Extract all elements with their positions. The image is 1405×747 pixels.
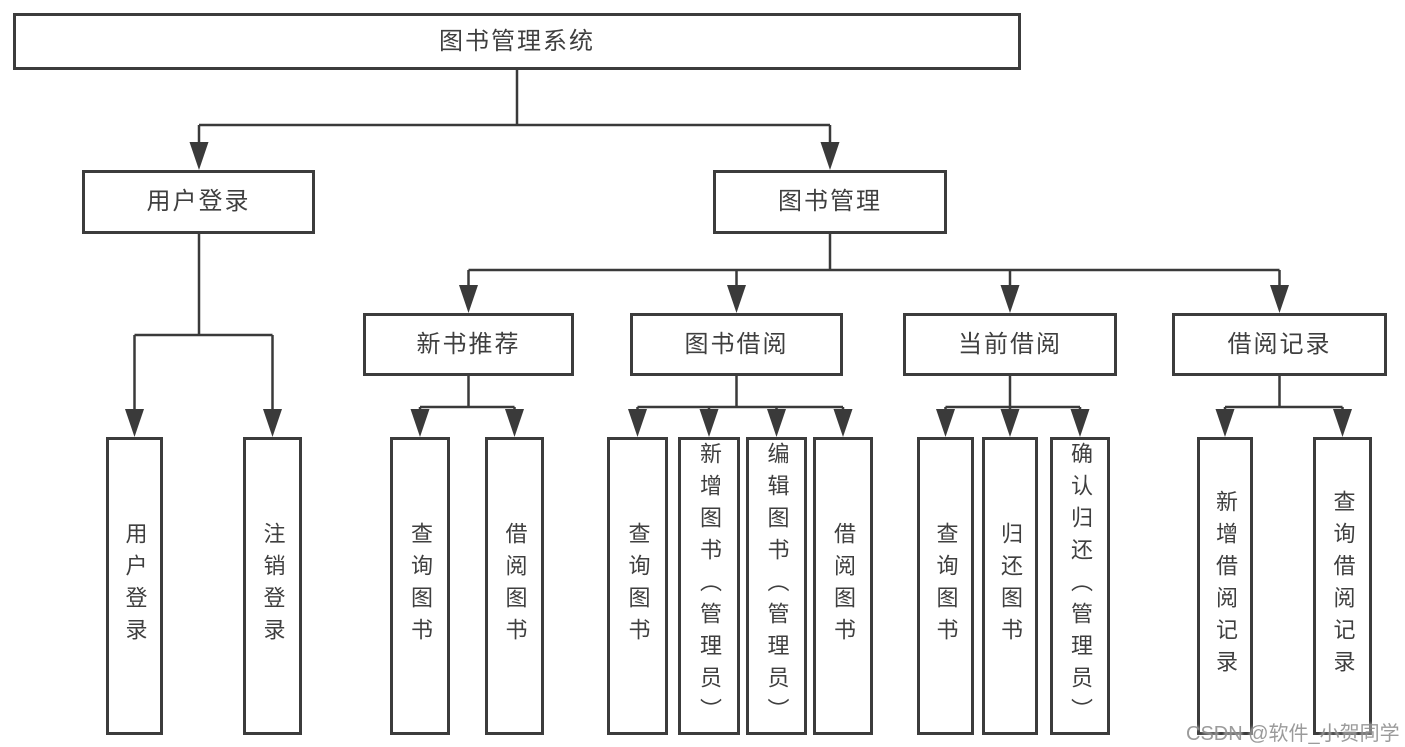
connector-root-to-level2 [197, 70, 832, 147]
node-leaf-add-book-admin: 新增图书（管理员） [678, 437, 740, 735]
node-leaf-add-book-admin-label: 新增图书（管理员） [697, 442, 722, 730]
connector-book-borrow-children [636, 376, 845, 414]
node-user-login: 用户登录 [82, 170, 315, 234]
arrow-to-new-book-recommend [459, 285, 478, 313]
node-new-book-recommend-label: 新书推荐 [416, 330, 521, 358]
node-leaf-borrow-book-2: 借阅图书 [813, 437, 873, 735]
node-leaf-query-book-1-label: 查询图书 [408, 522, 433, 650]
arrow-to-query-book-3 [936, 409, 955, 437]
arrow-to-borrow-book-1 [505, 409, 524, 437]
arrow-to-book-management [820, 142, 840, 170]
watermark-text: CSDN @软件_小贺同学 [1186, 723, 1400, 745]
node-leaf-logout: 注销登录 [243, 437, 302, 735]
node-leaf-borrow-book-1-label: 借阅图书 [502, 522, 528, 650]
node-leaf-add-borrow-record-label: 新增借阅记录 [1213, 490, 1238, 682]
arrow-to-logout-leaf [263, 409, 282, 437]
node-book-management-label: 图书管理 [778, 188, 882, 215]
connector-current-borrow-children [944, 376, 1082, 414]
arrow-to-confirm-return [1070, 409, 1090, 437]
node-leaf-query-book-3: 查询图书 [917, 437, 974, 735]
node-leaf-query-book-2: 查询图书 [607, 437, 668, 735]
node-leaf-user-login-label: 用户登录 [122, 522, 148, 650]
node-borrow-record: 借阅记录 [1172, 313, 1387, 376]
arrow-to-current-borrow [1000, 285, 1020, 313]
arrow-to-query-borrow-record [1333, 409, 1352, 437]
arrow-to-user-login-leaf [125, 409, 144, 437]
node-leaf-return-book: 归还图书 [982, 437, 1038, 735]
node-leaf-borrow-book-2-label: 借阅图书 [831, 522, 856, 650]
node-leaf-edit-book-admin-label: 编辑图书（管理员） [764, 442, 790, 730]
node-book-management: 图书管理 [713, 170, 947, 234]
arrow-to-query-book-2 [628, 409, 647, 437]
arrow-to-return-book [1000, 409, 1020, 437]
arrow-to-borrow-book-2 [833, 409, 853, 437]
connector-new-book-recommend-children [418, 376, 516, 414]
node-leaf-query-borrow-record-label: 查询借阅记录 [1330, 490, 1356, 682]
node-leaf-query-book-1: 查询图书 [390, 437, 450, 735]
node-borrow-record-label: 借阅记录 [1227, 330, 1332, 358]
node-leaf-borrow-book-1: 借阅图书 [485, 437, 544, 735]
node-leaf-user-login: 用户登录 [106, 437, 163, 735]
node-user-login-label: 用户登录 [146, 188, 251, 215]
node-leaf-query-book-2-label: 查询图书 [625, 522, 651, 650]
node-current-borrow: 当前借阅 [903, 313, 1117, 376]
node-leaf-query-book-3-label: 查询图书 [933, 522, 959, 650]
node-leaf-return-book-label: 归还图书 [998, 522, 1023, 650]
node-current-borrow-label: 当前借阅 [958, 330, 1062, 358]
connector-borrow-record-children [1223, 376, 1344, 414]
node-library-management-system: 图书管理系统 [13, 13, 1021, 70]
node-book-borrow: 图书借阅 [630, 313, 843, 376]
arrow-to-user-login [189, 142, 209, 170]
node-leaf-query-borrow-record: 查询借阅记录 [1313, 437, 1372, 735]
arrow-to-add-borrow-record [1215, 409, 1235, 437]
connector-book-management-children [467, 234, 1281, 290]
arrow-to-borrow-record [1270, 285, 1289, 313]
node-leaf-confirm-return-admin: 确认归还（管理员） [1050, 437, 1110, 735]
node-leaf-confirm-return-admin-label: 确认归还（管理员） [1068, 442, 1093, 730]
node-leaf-add-borrow-record: 新增借阅记录 [1197, 437, 1253, 735]
node-library-management-system-label: 图书管理系统 [439, 27, 595, 55]
node-leaf-edit-book-admin: 编辑图书（管理员） [746, 437, 807, 735]
arrow-to-add-book [699, 409, 719, 437]
arrow-to-query-book-1 [410, 409, 430, 437]
arrow-to-edit-book [767, 409, 786, 437]
connector-user-login-children [133, 234, 274, 414]
node-new-book-recommend: 新书推荐 [363, 313, 574, 376]
node-book-borrow-label: 图书借阅 [684, 330, 789, 358]
node-leaf-logout-label: 注销登录 [260, 522, 286, 650]
arrow-to-book-borrow [727, 285, 746, 313]
